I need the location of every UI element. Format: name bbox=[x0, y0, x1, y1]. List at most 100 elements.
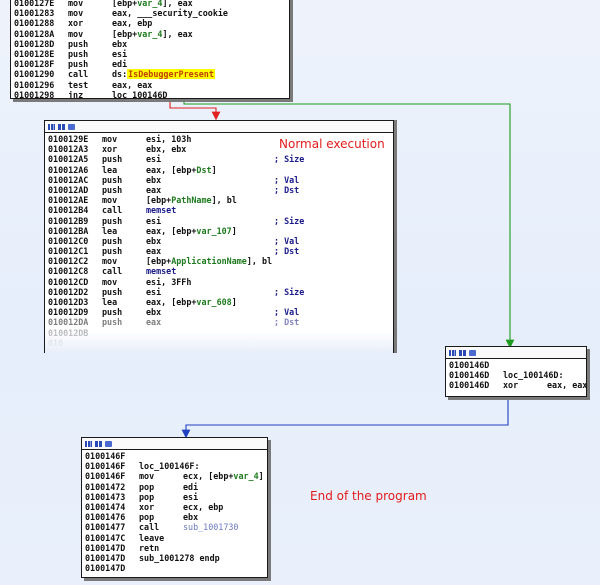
line-operands: eax bbox=[146, 184, 162, 195]
line-mnemonic: pop bbox=[139, 512, 155, 523]
line-mnemonic: push bbox=[102, 184, 123, 195]
line-operands: sub_1001730 bbox=[183, 522, 239, 533]
line-operands: edi bbox=[112, 59, 128, 70]
line-mnemonic: retn bbox=[139, 542, 160, 553]
group-nodes-icon[interactable] bbox=[68, 123, 75, 130]
block-titlebar bbox=[446, 347, 586, 359]
code-line[interactable]: 0100146D bbox=[449, 360, 583, 370]
line-operands: esi bbox=[183, 491, 199, 502]
line-operands: ecx, ebp bbox=[183, 501, 224, 512]
line-address: 01001298 bbox=[14, 89, 55, 99]
line-operands: ebx, ebx bbox=[146, 144, 187, 155]
line-operands: ebx bbox=[183, 512, 199, 523]
line-mnemonic: push bbox=[68, 59, 89, 70]
line-address: 010012AE bbox=[48, 195, 89, 206]
line-operands: esi bbox=[146, 154, 162, 165]
annotation-end-of-program: End of the program bbox=[310, 489, 427, 503]
code-line[interactable]: 0100146F bbox=[85, 451, 264, 461]
line-operands: memset bbox=[146, 205, 177, 216]
true-branch-edge bbox=[183, 100, 515, 349]
jump-edge bbox=[181, 398, 509, 439]
line-address: 0100146F bbox=[85, 461, 126, 472]
group-nodes-icon[interactable] bbox=[469, 349, 476, 356]
line-address: 01001296 bbox=[14, 79, 55, 90]
line-address: 010012C8 bbox=[48, 266, 89, 277]
line-mnemonic: mov bbox=[68, 0, 84, 8]
line-operands: [ebp+PathName], bl bbox=[146, 195, 237, 206]
line-address: 0100146D bbox=[449, 380, 490, 391]
graph-view-icon[interactable] bbox=[85, 440, 92, 447]
code-line[interactable]: 0100147D bbox=[85, 563, 264, 573]
line-operands: eax, ___security_cookie bbox=[112, 8, 228, 19]
code-line[interactable]: 0100147D retn bbox=[85, 543, 264, 553]
line-address: 010012C1 bbox=[48, 246, 89, 257]
graph-view-icon[interactable] bbox=[449, 349, 456, 356]
graph-view-icon[interactable] bbox=[48, 123, 55, 130]
line-address: 010012A6 bbox=[48, 164, 89, 175]
line-comment: ; Size bbox=[274, 154, 305, 165]
line-address: 010012B9 bbox=[48, 215, 89, 226]
line-comment: ; Size bbox=[274, 286, 305, 297]
line-address: 0100147D bbox=[85, 542, 126, 553]
line-mnemonic: lea bbox=[102, 164, 118, 175]
line-address: 01001473 bbox=[85, 491, 126, 502]
group-nodes-icon[interactable] bbox=[105, 440, 112, 447]
line-mnemonic: lea bbox=[102, 297, 118, 307]
line-comment: ; Size bbox=[274, 215, 305, 226]
false-branch-edge bbox=[169, 100, 221, 121]
line-mnemonic: call bbox=[68, 69, 89, 80]
line-mnemonic: test bbox=[68, 79, 89, 90]
text-view-icon[interactable] bbox=[58, 123, 65, 130]
text-view-icon[interactable] bbox=[459, 349, 466, 356]
text-view-icon[interactable] bbox=[95, 440, 102, 447]
line-mnemonic: leave bbox=[139, 532, 165, 543]
line-mnemonic: xor bbox=[503, 380, 519, 391]
